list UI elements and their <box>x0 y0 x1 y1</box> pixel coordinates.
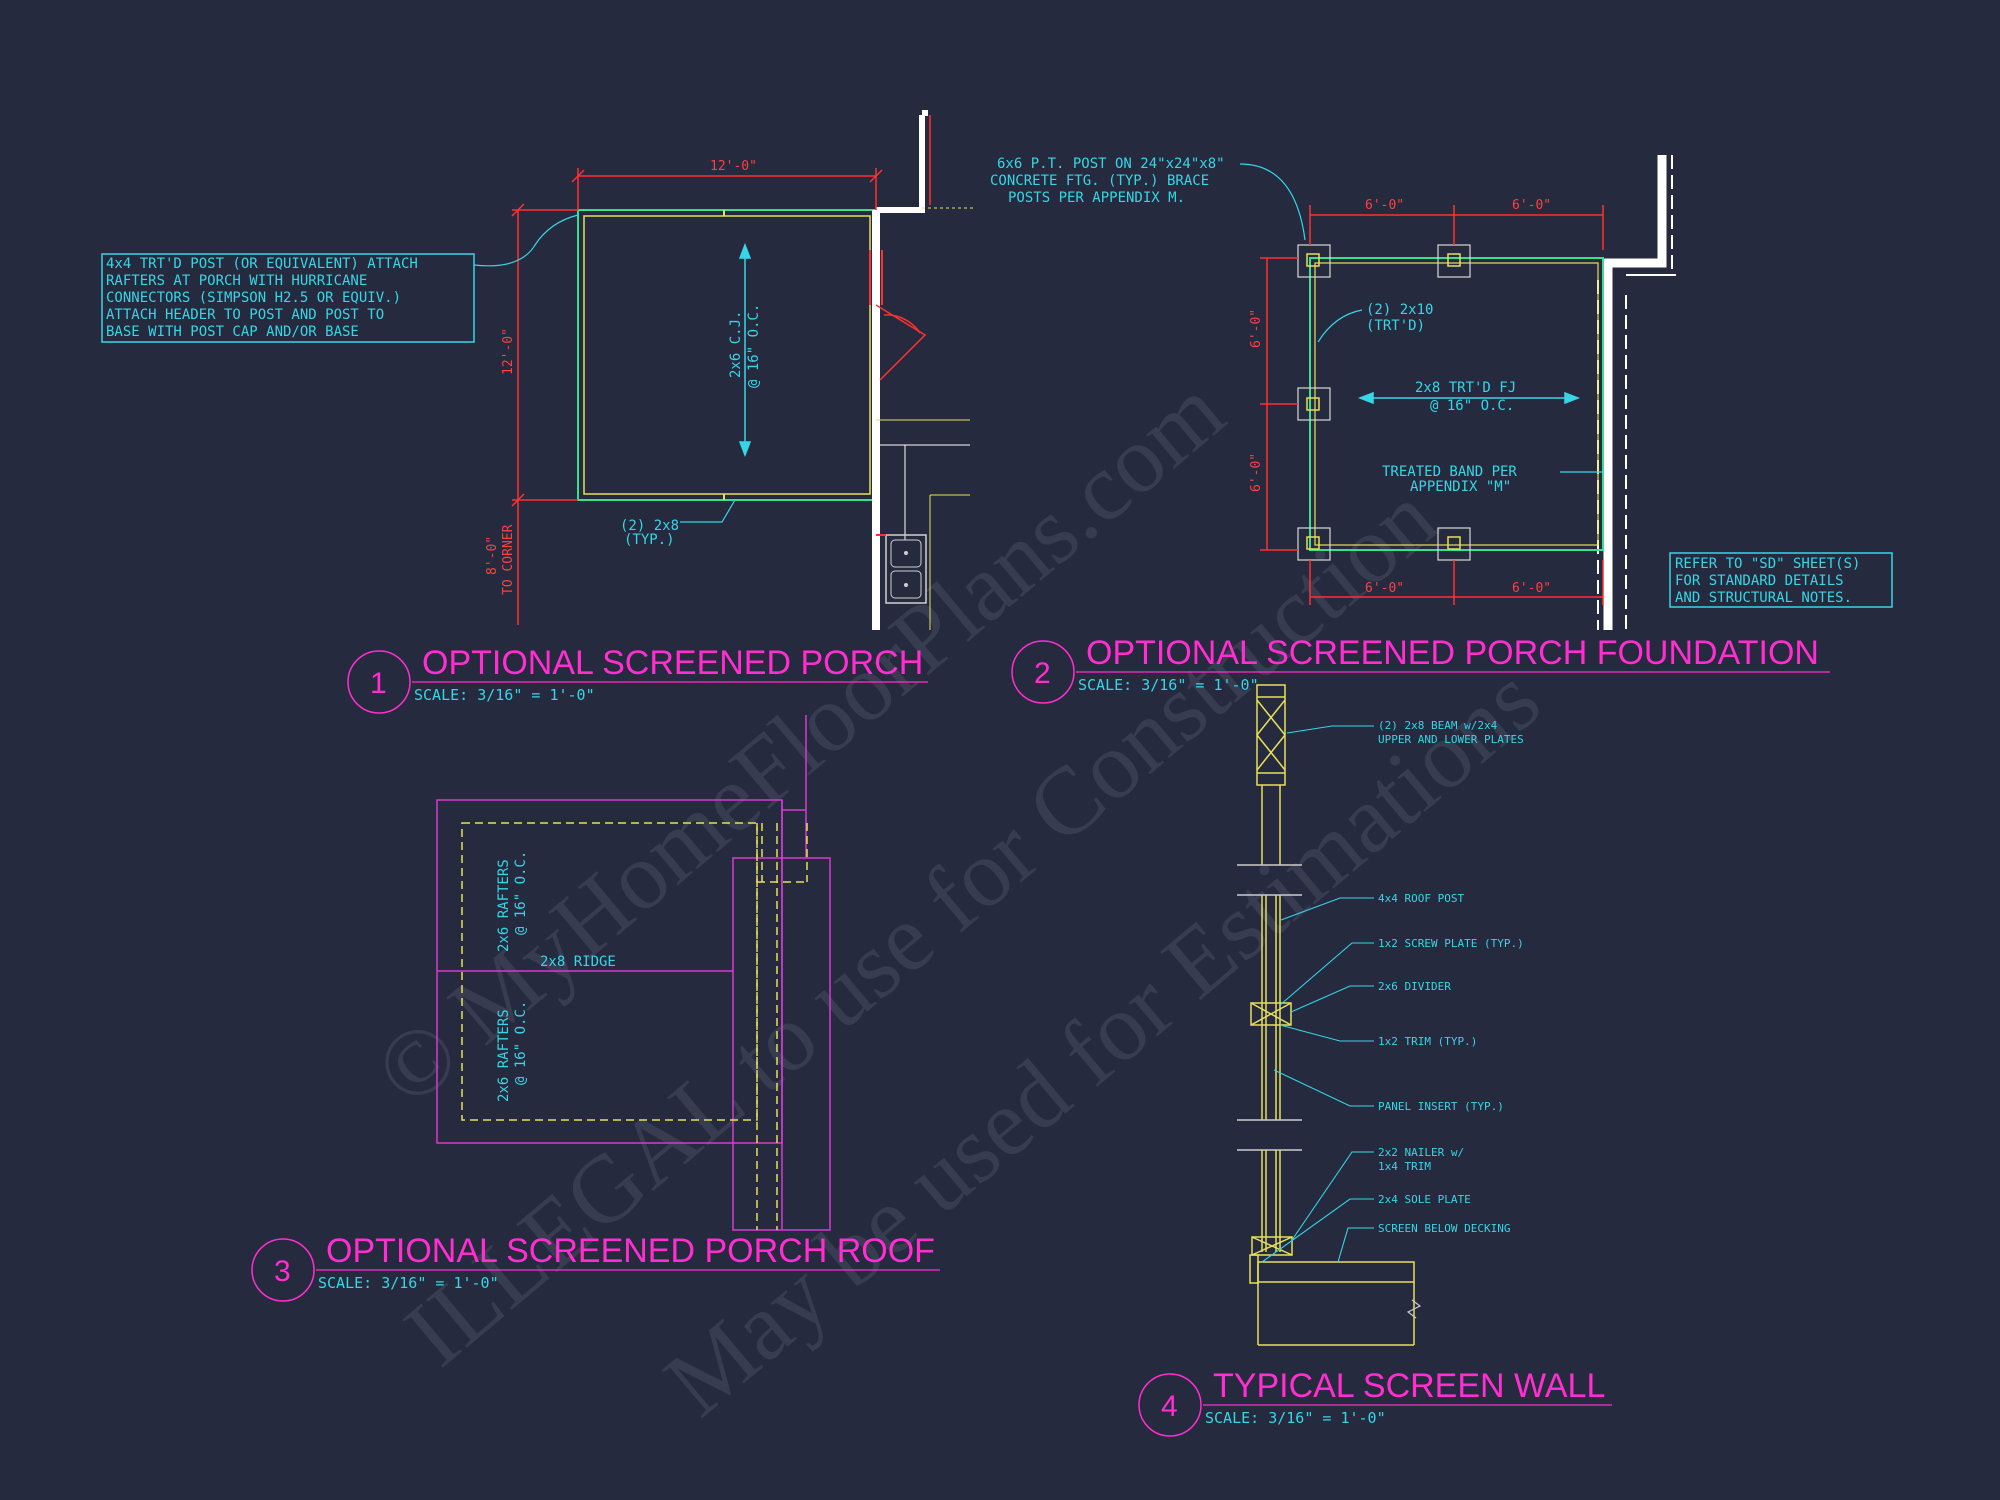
detail-2-number-circle <box>1011 640 1075 704</box>
detail-3-number: 3 <box>274 1255 291 1288</box>
screen-wall-members <box>1237 684 1415 1346</box>
foundation-house-wall <box>1597 155 1676 630</box>
detail-3-scale: SCALE: 3/16" = 1'-0" <box>318 1274 499 1292</box>
detail-1-number-circle <box>347 650 411 714</box>
roof-rafter-upper-2: @ 16" O.C. <box>513 851 529 935</box>
porch-header-label-2: (TYP.) <box>624 532 675 548</box>
detail-4-scale: SCALE: 3/16" = 1'-0" <box>1205 1409 1386 1427</box>
roof-rafter-upper-1: 2x6 RAFTERS <box>496 859 512 952</box>
roof-rafter-lower-1: 2x6 RAFTERS <box>496 1009 512 1102</box>
foundation-dim-top-1: 6'-0" <box>1365 198 1404 213</box>
sw-label-nailer-2: 1x4 TRIM <box>1378 1160 1431 1173</box>
roof-ridge-label: 2x8 RIDGE <box>540 954 616 970</box>
sw-label-roof-post: 4x4 ROOF POST <box>1378 892 1464 905</box>
porch-note-line-2: RAFTERS AT PORCH WITH HURRICANE <box>106 273 367 289</box>
floor-joist-arrow <box>1357 391 1581 405</box>
porch-dim-corner-2: TO CORNER <box>501 524 516 595</box>
porch-dim-corner-1: 8'-0" <box>485 536 500 575</box>
detail-2-title: OPTIONAL SCREENED PORCH FOUNDATION <box>1086 634 1819 672</box>
foundation-joist-label-2: @ 16" O.C. <box>1430 398 1514 414</box>
foundation-dim-left-2: 6'-0" <box>1249 453 1264 492</box>
detail-2-scale: SCALE: 3/16" = 1'-0" <box>1078 676 1259 694</box>
sw-label-trim: 1x2 TRIM (TYP.) <box>1378 1035 1477 1048</box>
detail-1-porch-plan: 12'-0" 12'-0" 8'-0" TO CORNER 2x6 C.J. @… <box>101 110 975 714</box>
porch-header-label-1: (2) 2x8 <box>620 518 679 534</box>
roof-rafter-lower-2: @ 16" O.C. <box>513 1001 529 1085</box>
foundation-band-label-2: APPENDIX "M" <box>1410 479 1511 495</box>
detail-4-number: 4 <box>1161 1390 1178 1423</box>
sw-label-nailer-1: 2x2 NAILER w/ <box>1378 1146 1464 1159</box>
detail-3-number-circle <box>251 1238 315 1302</box>
foundation-post-note-3: POSTS PER APPENDIX M. <box>1008 190 1185 206</box>
porch-note-line-5: BASE WITH POST CAP AND/OR BASE <box>106 324 359 340</box>
refer-note-line-3: AND STRUCTURAL NOTES. <box>1675 590 1852 606</box>
sw-label-beam-2: UPPER AND LOWER PLATES <box>1378 733 1524 746</box>
porch-note-line-3: CONNECTORS (SIMPSON H2.5 OR EQUIV.) <box>106 290 401 306</box>
detail-1-title: OPTIONAL SCREENED PORCH <box>422 644 923 682</box>
porch-post-note-box <box>101 253 475 343</box>
foundation-outline <box>1309 257 1604 551</box>
foundation-dim-bottom-2: 6'-0" <box>1512 581 1551 596</box>
porch-joist-label-2: @ 16" O.C. <box>746 304 762 388</box>
porch-dim-left: 12'-0" <box>501 328 516 375</box>
sw-label-sole-plate: 2x4 SOLE PLATE <box>1378 1193 1471 1206</box>
foundation-post-note-1: 6x6 P.T. POST ON 24"x24"x8" <box>997 156 1225 172</box>
sw-label-screen-below: SCREEN BELOW DECKING <box>1378 1222 1510 1235</box>
porch-dimensions <box>511 168 883 625</box>
foundation-band-label-1: TREATED BAND PER <box>1382 464 1517 480</box>
sw-label-panel-insert: PANEL INSERT (TYP.) <box>1378 1100 1504 1113</box>
refer-note-line-1: REFER TO "SD" SHEET(S) <box>1675 556 1860 572</box>
screen-wall-leaders <box>1261 725 1374 1263</box>
foundation-dim-left-1: 6'-0" <box>1249 309 1264 348</box>
footings <box>1297 244 1471 561</box>
sw-label-beam-1: (2) 2x8 BEAM w/2x4 <box>1378 719 1498 732</box>
roof-outline <box>436 715 831 1231</box>
sw-label-screw-plate: 1x2 SCREW PLATE (TYP.) <box>1378 937 1524 950</box>
roof-hidden-lines <box>461 822 808 1230</box>
porch-outline <box>577 209 877 501</box>
sw-label-divider: 2x6 DIVIDER <box>1378 980 1451 993</box>
detail-2-number: 2 <box>1034 657 1051 690</box>
foundation-dim-top-2: 6'-0" <box>1512 198 1551 213</box>
detail-4-screen-wall-section: (2) 2x8 BEAM w/2x4 UPPER AND LOWER PLATE… <box>1138 684 1612 1437</box>
refer-note-box <box>1669 552 1893 608</box>
detail-1-number: 1 <box>370 667 387 700</box>
porch-dim-top: 12'-0" <box>710 159 757 174</box>
sink-icon <box>885 534 927 604</box>
porch-joist-label-1: 2x6 C.J. <box>728 311 744 378</box>
foundation-post-note-2: CONCRETE FTG. (TYP.) BRACE <box>990 173 1209 189</box>
foundation-dimensions <box>1260 205 1604 605</box>
detail-1-scale: SCALE: 3/16" = 1'-0" <box>414 686 595 704</box>
foundation-joist-label-1: 2x8 TRT'D FJ <box>1415 380 1516 396</box>
detail-3-roof-plan: 2x6 RAFTERS @ 16" O.C. 2x6 RAFTERS @ 16"… <box>251 715 940 1302</box>
joist-span-arrow <box>738 242 752 458</box>
detail-2-foundation-plan: 6'-0" 6'-0" 6'-0" 6'-0" 6'-0" 6'-0" 6x6 … <box>990 155 1893 704</box>
detail-4-number-circle <box>1138 1373 1202 1437</box>
refer-note-line-2: FOR STANDARD DETAILS <box>1675 573 1844 589</box>
house-wall <box>869 110 975 630</box>
porch-note-line-1: 4x4 TRT'D POST (OR EQUIVALENT) ATTACH <box>106 256 418 272</box>
foundation-dim-bottom-1: 6'-0" <box>1365 581 1404 596</box>
foundation-beam-label-1: (2) 2x10 <box>1366 302 1433 318</box>
porch-note-line-4: ATTACH HEADER TO POST AND POST TO <box>106 307 384 323</box>
detail-3-title: OPTIONAL SCREENED PORCH ROOF <box>326 1232 935 1270</box>
detail-4-title: TYPICAL SCREEN WALL <box>1213 1367 1605 1405</box>
foundation-beam-label-2: (TRT'D) <box>1366 318 1425 334</box>
posts <box>1306 253 1461 550</box>
